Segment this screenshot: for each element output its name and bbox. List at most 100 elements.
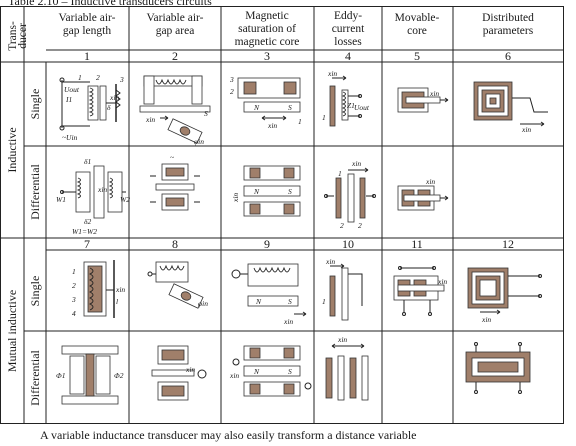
diagram-10-differential: xin — [325, 335, 369, 401]
diagram-4-differential: xin 1 2 2 — [324, 159, 376, 230]
diagram-7-label-3: 3 — [71, 295, 76, 304]
column-header-2-line-2: gap area — [156, 25, 195, 37]
cell-number-7: 7 — [84, 237, 90, 251]
diagram-1-xin-label: xin — [109, 93, 119, 102]
diagram-1d-delta1-label: δ1 — [84, 157, 91, 166]
cell-number-11: 11 — [411, 237, 423, 251]
column-header-4: Eddy- current losses 4 — [332, 10, 365, 63]
lower-number-row: 7 8 9 10 11 12 — [84, 237, 514, 251]
corner-header-line-1: Trans- — [7, 21, 19, 51]
diagram-3-xin-label: xin — [267, 121, 277, 130]
diagram-1d-wequal-label: W1=W2 — [72, 227, 97, 236]
diagram-4-uout-label: Uout — [354, 103, 370, 112]
diagram-7d-phi2-label: Φ2 — [114, 371, 124, 380]
diagram-4d-label-2a: 2 — [340, 221, 344, 230]
diagram-3-magnetic-saturation: N S 3 2 1 xin — [229, 75, 302, 130]
column-header-3-line-2: saturation of — [238, 23, 296, 35]
diagram-1-uout-label: Uout — [64, 85, 80, 94]
diagram-9d-n-label: N — [253, 367, 260, 376]
column-header-4-line-3: losses — [334, 36, 362, 48]
diagram-12-differential — [465, 342, 531, 394]
cell-number-8: 8 — [172, 237, 178, 251]
diagram-5-xin-label: xin — [429, 89, 439, 98]
diagram-4-xin-label: xin — [327, 69, 337, 78]
diagram-3-label-1: 1 — [298, 117, 302, 126]
diagram-8-mutual-single: φin — [147, 261, 208, 309]
column-header-3: Magnetic saturation of magnetic core 3 — [235, 10, 300, 63]
column-number-2: 2 — [172, 49, 178, 63]
diagram-9d-s-label: S — [288, 367, 292, 376]
column-header-5: Movable- core 5 — [395, 12, 440, 63]
diagram-2-differential: ~ — [150, 153, 200, 211]
diagram-5-movable-core: xin — [397, 87, 449, 113]
diagram-7-label-2: 2 — [72, 281, 76, 290]
corner-header-line-2: ducer — [17, 23, 29, 49]
group-label-mutual-inductive: Mutual inductive — [5, 290, 19, 372]
column-header-4-line-2: current — [332, 23, 365, 35]
diagram-1-differential: δ1 δ2 W1 W2 xin W1=W2 — [56, 157, 130, 236]
table-title: Table 2.10 – Inductive transducers circu… — [8, 0, 212, 8]
row-label-inductive-differential: Differential — [28, 163, 42, 219]
cell-number-10: 10 — [342, 237, 354, 251]
diagram-3-label-3: 3 — [229, 75, 234, 84]
row-label-inductive-single: Single — [28, 89, 42, 120]
column-header-1-line-2: gap length — [63, 25, 111, 37]
row-label-mutual-differential: Differential — [28, 349, 42, 405]
column-header-6-line-1: Distributed — [482, 12, 534, 24]
diagram-5d-xin-label: xin — [425, 177, 435, 186]
diagram-1-uin-label: ~Uin — [62, 133, 78, 142]
diagram-1-variable-gap-length: Uout I1 1 2 3 δ xin ~Uin — [59, 73, 124, 142]
diagram-6-distributed-parameters: xin — [473, 81, 548, 134]
diagram-3-s-label: S — [288, 103, 292, 112]
diagram-1d-w2-label: W2 — [120, 195, 130, 204]
diagram-1d-w1-label: W1 — [56, 195, 66, 204]
column-number-6: 6 — [505, 49, 511, 63]
diagram-4-label-1: 1 — [322, 113, 326, 122]
diagram-4-z1-label: Z1 — [347, 101, 355, 110]
column-header-3-line-1: Magnetic — [245, 10, 288, 22]
diagram-5-differential: xin — [397, 177, 449, 211]
row-label-mutual-single: Single — [28, 276, 42, 307]
diagram-1-label-1: 1 — [78, 73, 82, 82]
column-header-5-line-2: core — [407, 25, 427, 37]
diagram-9d-xin-label: xin — [229, 371, 239, 380]
diagram-8d-xin-label: xin — [185, 365, 195, 374]
diagram-4d-label-1: 1 — [338, 169, 342, 178]
body-caption: A variable inductance transducer may als… — [40, 428, 417, 442]
diagram-1-i1-label: I1 — [65, 95, 72, 104]
diagram-4d-label-2b: 2 — [358, 221, 362, 230]
transducer-table: Trans- ducer Variable air- gap length 1 … — [0, 6, 564, 424]
diagram-9-n-label: N — [255, 297, 262, 306]
column-header-1: Variable air- gap length 1 — [59, 12, 116, 63]
diagram-10-xin-label: xin — [325, 257, 335, 266]
column-header-6: Distributed parameters 6 — [482, 12, 534, 63]
column-number-4: 4 — [345, 49, 351, 63]
diagram-1d-delta2-label: δ2 — [84, 217, 91, 226]
column-header-3-line-3: magnetic core — [235, 36, 300, 48]
diagram-2-phiin-label: φin — [194, 137, 204, 146]
diagram-3-n-label: N — [253, 103, 260, 112]
diagram-11-xin-label: xin — [437, 277, 447, 286]
diagram-1d-xin-label: xin — [97, 185, 107, 194]
column-header-1-line-1: Variable air- — [59, 12, 116, 24]
diagram-12-xin-label: xin — [481, 315, 491, 324]
diagram-9-mutual-single: N S xin — [231, 263, 307, 326]
diagram-12-mutual-single: xin — [467, 267, 542, 324]
diagram-2d-tilde-label: ~ — [170, 153, 174, 162]
diagram-9-s-label: S — [288, 297, 292, 306]
diagram-2-s-label: S — [204, 109, 208, 118]
column-header-2: Variable air- gap area 2 — [147, 12, 204, 63]
diagram-3d-xin-label: xin — [231, 193, 240, 203]
table-grid — [0, 6, 564, 424]
row-labels: Inductive Mutual inductive Single Differ… — [5, 89, 42, 406]
diagram-3d-s-label: S — [288, 187, 292, 196]
column-header-5-line-1: Movable- — [395, 12, 440, 24]
diagram-7-l-label: l — [116, 297, 118, 306]
diagram-4-eddy-current: xin Z1 Uout 1 — [322, 69, 370, 127]
column-number-3: 3 — [264, 49, 270, 63]
diagram-7d-phi1-label: Φ1 — [56, 371, 65, 380]
group-label-inductive: Inductive — [5, 127, 19, 172]
corner-header: Trans- ducer — [7, 21, 29, 51]
column-header-2-line-1: Variable air- — [147, 12, 204, 24]
diagram-7-xin-label: xin — [115, 285, 125, 294]
